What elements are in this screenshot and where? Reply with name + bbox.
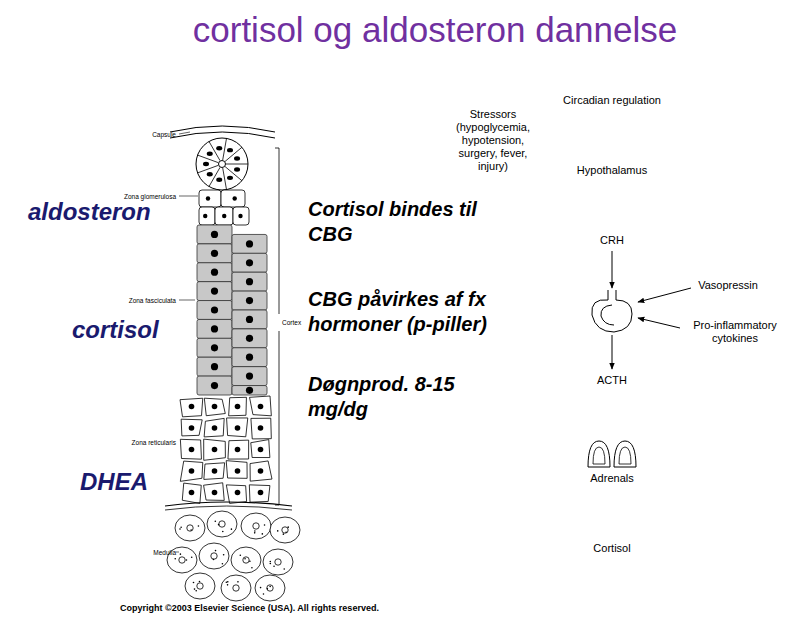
flow-node: CRH: [600, 234, 624, 247]
flow-node: ACTH: [597, 374, 627, 387]
cortex-bracket: [275, 148, 279, 505]
flow-node: Vasopressin: [698, 279, 758, 292]
node-text: Adrenals: [586, 472, 638, 485]
zone-label: Capsule: [152, 131, 176, 138]
node-text: ACTH: [597, 374, 627, 387]
note-text: Døgnprod. 8-15 mg/dg: [308, 372, 513, 422]
flow-node: Pro-inflammatory cytokines: [685, 319, 785, 345]
zone-label: Zona reticularis: [132, 439, 176, 446]
label-leaders: [176, 132, 198, 552]
flow-node: Stressors (hypoglycemia, hypotension, su…: [446, 108, 541, 173]
zone-label: Cortex: [282, 319, 301, 326]
note-text: CBG påvirkes af fx hormoner (p-piller): [308, 287, 513, 337]
hormone-label: DHEA: [80, 468, 148, 496]
flow-node: Circadian regulation: [563, 94, 661, 107]
zone-label: Zona fasciculata: [129, 297, 176, 304]
pituitary-arrows: [612, 251, 691, 369]
node-text: Hypothalamus: [577, 164, 647, 177]
cortex-histology: [165, 126, 300, 601]
note-text: Cortisol bindes til CBG: [308, 197, 513, 247]
pituitary-symbol: [592, 290, 632, 332]
node-text: Stressors (hypoglycemia, hypotension, su…: [446, 108, 541, 173]
node-text: Vasopressin: [698, 279, 758, 292]
zone-label: Medulla: [153, 549, 176, 556]
hormone-label: cortisol: [72, 316, 159, 344]
node-text: CRH: [600, 234, 624, 247]
flow-node: Cortisol: [593, 542, 630, 555]
node-text: Cortisol: [593, 542, 630, 555]
flow-node: Hypothalamus: [577, 164, 647, 177]
hormone-label: aldosteron: [28, 198, 151, 226]
slide-title: cortisol og aldosteron dannelse: [193, 10, 677, 50]
organ-node: Adrenals: [586, 439, 638, 485]
copyright-note: Copyright ©2003 Elsevier Science (USA). …: [120, 603, 379, 613]
adrenal-symbol: [586, 439, 638, 469]
node-text: Pro-inflammatory cytokines: [685, 319, 785, 345]
node-text: Circadian regulation: [563, 94, 661, 107]
